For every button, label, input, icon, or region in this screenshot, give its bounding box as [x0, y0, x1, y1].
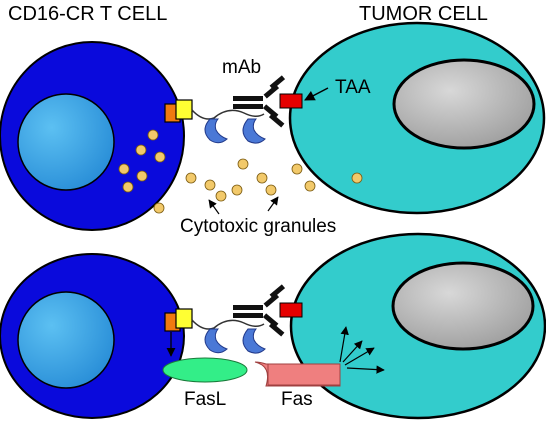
cytotoxic-granules-label: Cytotoxic granules	[180, 216, 336, 237]
granule	[265, 184, 277, 196]
tumor-nucleus-bottom	[391, 261, 535, 351]
cd16-cr-signaling-domain-yellow	[175, 99, 193, 120]
granule	[136, 170, 148, 182]
granule	[135, 144, 147, 156]
granule-pointer-arrow	[208, 199, 220, 215]
granule	[231, 184, 243, 196]
granule	[215, 190, 227, 202]
cd16-domain-2	[242, 328, 266, 354]
granule	[204, 179, 216, 191]
t-cell-label: CD16-CR T CELL	[8, 3, 167, 25]
apoptosis-signal-arrows	[339, 326, 385, 374]
t-cell-nucleus-top	[17, 93, 115, 191]
released-granules	[153, 158, 363, 214]
cd16-domain-1	[204, 118, 228, 144]
granule	[147, 129, 159, 141]
mab-antibody-bottom	[233, 284, 286, 337]
granule	[237, 158, 249, 170]
taa-label: TAA	[335, 77, 371, 98]
granule	[118, 163, 130, 175]
granule	[304, 180, 316, 192]
t-cell-nucleus-bottom	[17, 291, 115, 389]
taa-antigen-top	[279, 93, 303, 109]
granule	[122, 181, 134, 193]
cd16-cr-signaling-domain-yellow	[175, 308, 193, 329]
fasl-label: FasL	[184, 389, 226, 410]
granule	[256, 172, 268, 184]
bottom-panel: FasL Fas	[0, 232, 546, 420]
cd16-domain-1	[204, 328, 228, 354]
tumor-cell-label: TUMOR CELL	[359, 3, 488, 25]
fas-label: Fas	[281, 389, 313, 410]
mab-label: mAb	[222, 57, 261, 78]
taa-pointer-arrow	[304, 87, 329, 101]
granule	[154, 151, 166, 163]
granule	[185, 172, 197, 184]
cd16-linker	[191, 109, 265, 120]
mab-antibody-top	[233, 75, 286, 128]
granules-in-t-cell-top	[118, 129, 166, 193]
top-panel: CD16-CR T CELL TUMOR CELL mAb TAA Cytoto…	[0, 3, 546, 237]
cd16-domain-2	[242, 118, 266, 144]
fas-receptor-stalk	[267, 363, 341, 386]
fasl-ligand	[162, 357, 248, 383]
tumor-nucleus-top	[392, 58, 536, 150]
granule	[351, 172, 363, 184]
granule	[153, 202, 165, 214]
cd16-linker	[191, 319, 265, 330]
granule	[291, 163, 303, 175]
granule-pointer-arrow	[267, 196, 279, 212]
taa-antigen-bottom	[279, 302, 303, 318]
